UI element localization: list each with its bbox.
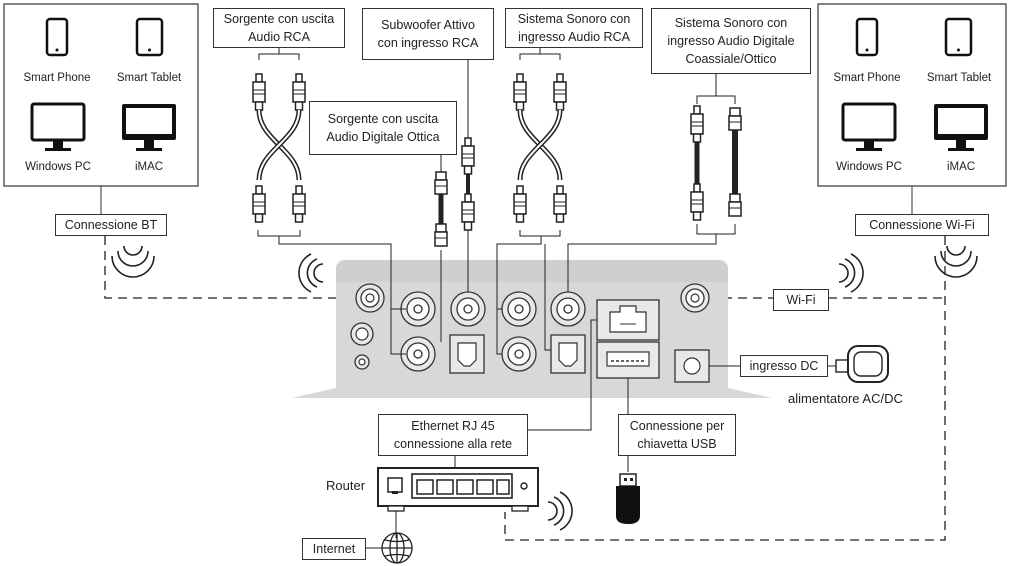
usb-stick-icon (616, 473, 640, 524)
right-imac-icon (934, 104, 988, 151)
wifi-connection-label: Connessione Wi-Fi (855, 214, 989, 236)
power-button-port (350, 322, 374, 346)
optical-output-port (550, 334, 586, 374)
right-tablet-label: Smart Tablet (926, 72, 992, 84)
bt-connection-label: Connessione BT (55, 214, 167, 236)
wireless-dashed-links (104, 236, 946, 541)
left-tablet-icon (135, 17, 164, 57)
router-icon (377, 467, 539, 512)
led-port (354, 354, 370, 370)
ethernet-port (596, 299, 660, 341)
rca-cable-right (513, 73, 567, 223)
power-supply-label: alimentatore AC/DC (788, 391, 903, 406)
left-phone-label: Smart Phone (23, 72, 91, 84)
dc-input-port (674, 349, 710, 383)
router-signal-icon (547, 491, 573, 531)
optical-cable (434, 171, 448, 247)
left-tablet-label: Smart Tablet (116, 72, 182, 84)
left-phone-icon (45, 17, 69, 57)
digital-cables (690, 105, 742, 221)
optical-input-port (449, 334, 485, 374)
optical-source-label: Sorgente con uscita Audio Digitale Ottic… (309, 101, 457, 155)
connection-wires (257, 48, 846, 549)
usb-port (596, 341, 660, 379)
rca-output-port-bottom (501, 336, 537, 372)
internet-globe-icon (381, 532, 413, 564)
subwoofer-cable (461, 137, 475, 231)
left-pc-label: Windows PC (25, 161, 91, 173)
right-windows-pc-icon (841, 102, 897, 151)
device-left-signal-icon (298, 253, 324, 293)
ethernet-label: Ethernet RJ 45 connessione alla rete (378, 414, 528, 456)
wifi-antenna-port-left (355, 283, 385, 313)
subwoofer-label: Subwoofer Attivo con ingresso RCA (362, 8, 494, 60)
bt-wave-icon (111, 245, 155, 278)
wifi-wave-icon (934, 245, 978, 278)
left-imac-label: iMAC (134, 161, 164, 173)
power-adapter-icon (835, 345, 889, 383)
left-imac-icon (122, 104, 176, 151)
right-device-panel (817, 3, 1007, 187)
subwoofer-port (450, 291, 486, 327)
rca-input-port-bottom (400, 336, 436, 372)
digital-system-label: Sistema Sonoro con ingresso Audio Digita… (651, 8, 811, 74)
rca-input-port-top (400, 291, 436, 327)
right-pc-label: Windows PC (836, 161, 902, 173)
wifi-antenna-port-right (680, 283, 710, 313)
wifi-label: Wi-Fi (773, 289, 829, 311)
right-imac-label: iMAC (946, 161, 976, 173)
rca-output-port-top (501, 291, 537, 327)
coax-output-port (550, 291, 586, 327)
right-phone-label: Smart Phone (833, 72, 901, 84)
right-phone-icon (855, 17, 879, 57)
right-tablet-icon (944, 17, 973, 57)
rca-system-label: Sistema Sonoro con ingresso Audio RCA (505, 8, 643, 48)
left-windows-pc-icon (30, 102, 86, 151)
internet-label: Internet (302, 538, 366, 560)
left-device-panel (3, 3, 199, 187)
usb-label: Connessione per chiavetta USB (618, 414, 736, 456)
dc-input-label: ingresso DC (740, 355, 828, 377)
rca-cable-left (252, 73, 306, 223)
device-right-signal-icon (838, 253, 864, 293)
router-label: Router (326, 478, 366, 493)
rca-source-label: Sorgente con uscita Audio RCA (213, 8, 345, 48)
